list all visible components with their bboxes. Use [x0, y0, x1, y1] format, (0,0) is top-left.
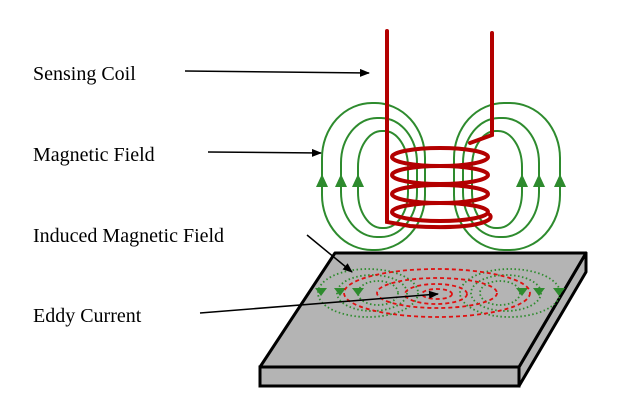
label-magnetic-field: Magnetic Field	[33, 144, 155, 166]
label-pointers	[184, 68, 439, 314]
magnetic-field-lines	[316, 102, 566, 251]
sensing-coil	[385, 29, 494, 230]
eddy-current-loops	[343, 268, 531, 318]
induced-magnetic-field-lines	[315, 268, 565, 318]
label-eddy-current: Eddy Current	[33, 305, 142, 327]
label-sensing-coil: Sensing Coil	[33, 63, 136, 85]
sensing-coil-arrow	[184, 68, 370, 77]
magnetic-field-arrow	[207, 148, 322, 157]
induced-field-arrow	[306, 234, 353, 273]
magnetic-field-arrowheads	[316, 174, 566, 187]
eddy-current-arrow	[199, 290, 439, 314]
label-induced-magnetic-field: Induced Magnetic Field	[33, 225, 224, 247]
conductive-plate	[258, 251, 588, 388]
induced-field-arrowheads	[315, 288, 565, 296]
